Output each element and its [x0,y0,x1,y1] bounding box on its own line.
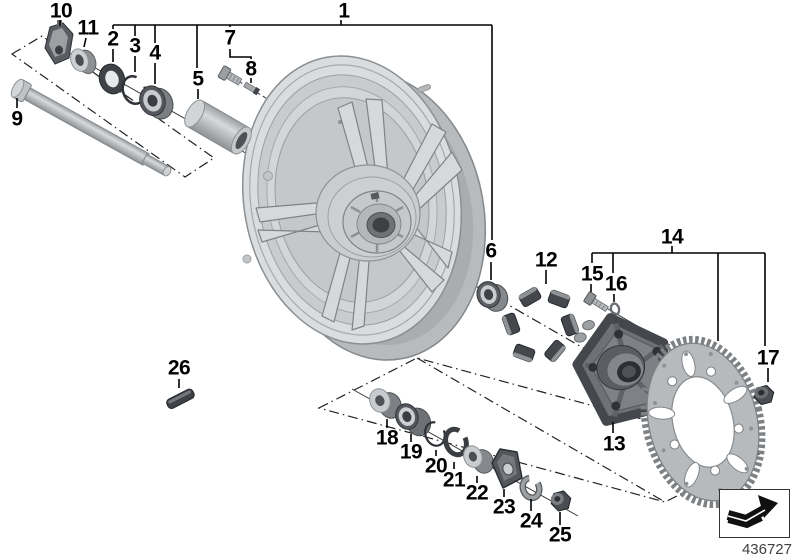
callout-25[interactable]: 25 [548,523,572,547]
part-16-washer [609,302,621,316]
direction-nav-button[interactable] [719,489,790,538]
part-15-screw [583,291,609,312]
part-21-seal [443,426,469,458]
callout-5[interactable]: 5 [192,67,204,91]
part-3-circlip [121,75,147,105]
callout-9[interactable]: 9 [11,107,23,131]
part-23-adjuster-block [491,448,523,489]
callout-14[interactable]: 14 [660,225,684,249]
callout-10[interactable]: 10 [49,0,73,23]
callout-1[interactable]: 1 [338,0,350,23]
part-13-sprocket-carrier [572,313,669,426]
callout-24[interactable]: 24 [519,509,543,533]
part-25-nut [550,490,572,512]
rear-wheel [241,55,487,361]
callout-17[interactable]: 17 [756,346,780,370]
rim-hole [338,120,342,124]
part-10-holder [44,20,74,65]
callout-7[interactable]: 7 [224,26,236,50]
callout-22[interactable]: 22 [465,481,489,505]
part-4-bearing [139,85,174,120]
callout-8[interactable]: 8 [245,57,257,81]
callout-19[interactable]: 19 [399,440,423,464]
part-2-seal-ring [98,63,126,95]
part-6-bearing [476,281,509,312]
rim-slot [417,84,431,93]
callout-12[interactable]: 12 [534,248,558,272]
diagram-number: 436727 [741,541,792,558]
callout-16[interactable]: 16 [604,272,628,296]
part-22-bushing [463,445,494,474]
part-20-circlip [424,421,446,447]
rim-dimple [263,171,273,181]
callout-21[interactable]: 21 [442,468,466,492]
callout-4[interactable]: 4 [149,41,161,65]
callout-15[interactable]: 15 [580,262,604,286]
callout-6[interactable]: 6 [485,239,497,263]
wheel-spokes [255,98,463,331]
rim-dimple [242,254,252,264]
part-17-nut [753,384,775,406]
part-8-pin [243,81,261,96]
part-12-cush-drive-rubbers [501,286,580,363]
callout-13[interactable]: 13 [602,432,626,456]
part-26-weight [166,388,195,409]
direction-arrow-icon [726,495,778,529]
hub-keyway [370,192,380,200]
wheel-hub [315,164,421,262]
part-11-bushing [70,48,97,75]
callout-leaders [16,20,769,525]
callout-3[interactable]: 3 [129,34,141,58]
callout-23[interactable]: 23 [492,495,516,519]
callout-26[interactable]: 26 [167,356,191,380]
part-24-washer [519,474,543,502]
callout-2[interactable]: 2 [107,27,119,51]
part-7-screw [217,65,243,86]
callout-11[interactable]: 11 [77,16,99,40]
callout-18[interactable]: 18 [375,426,399,450]
callout-20[interactable]: 20 [424,454,448,478]
part-9-axle [10,78,172,177]
part-5-spacer-sleeve [184,99,252,155]
